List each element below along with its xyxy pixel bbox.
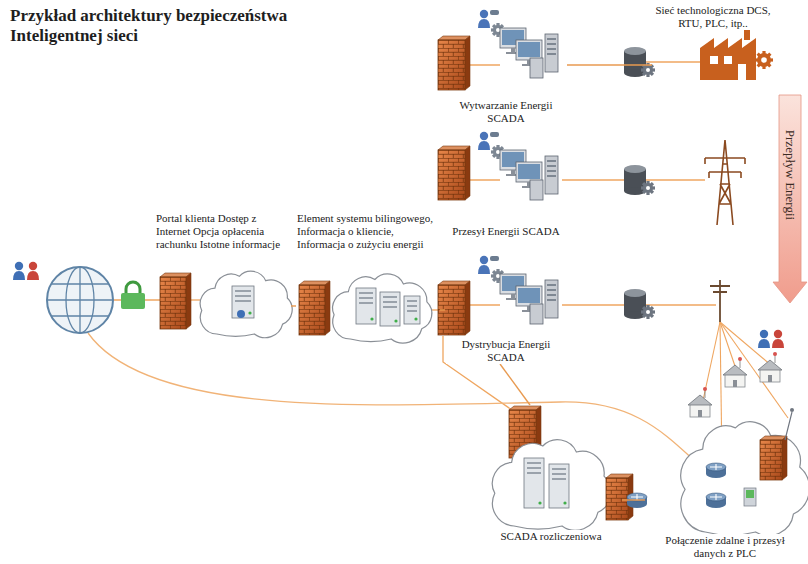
diagram-title: Przykład architektury bezpieczeństwa Int… — [10, 6, 320, 46]
node-text: Dystrybucja Energii SCADA — [446, 338, 566, 364]
users-icon — [13, 262, 39, 280]
router-icon — [706, 493, 726, 508]
wire — [466, 64, 500, 65]
feeder-line — [720, 322, 788, 418]
globe-icon — [47, 267, 113, 333]
house-icon — [688, 387, 712, 417]
house-icon — [723, 357, 747, 387]
workstation-icon — [500, 28, 558, 78]
antenna — [785, 412, 792, 440]
flow-label: Przepływ Energii — [783, 130, 798, 220]
firewall-icon — [299, 281, 330, 335]
device-screen — [746, 490, 754, 498]
settlement-node: SCADA rozliczeniowa — [480, 405, 622, 543]
firewall-icon — [438, 36, 470, 90]
firewall-icon — [160, 273, 191, 329]
node-text: Wytwarzanie Energii SCADA — [446, 99, 566, 125]
firewall-icon — [760, 436, 787, 480]
connector — [440, 309, 445, 310]
workstation-icon — [500, 150, 558, 200]
router-icon — [706, 463, 726, 478]
cloud-shape — [492, 440, 611, 531]
scada-node: Dystrybucja Energii SCADA — [445, 252, 567, 364]
node-text: Przesył Energii SCADA — [451, 225, 560, 238]
plant-node: Sieć technologiczna DCS, RTU, PLC, itp.. — [652, 4, 774, 86]
portal-node: Portal klienta Dostęp z Internet Opcja o… — [155, 212, 291, 334]
internet-link — [88, 333, 705, 470]
node-text: Połączenie zdalne i przesył danych z PLC — [662, 534, 788, 560]
cloud-shape — [681, 422, 808, 536]
firewall-icon — [438, 281, 470, 335]
flow-arrow — [773, 95, 807, 303]
wire — [466, 179, 500, 180]
node-text: Portal klienta Dostęp z Internet Opcja o… — [155, 212, 291, 251]
pole-icon — [710, 280, 730, 322]
connector — [500, 364, 530, 405]
database-icon — [624, 165, 655, 195]
remote-network-node: Połączenie zdalne i przesył danych z PLC — [645, 358, 805, 560]
cloud-shape — [200, 271, 292, 337]
antenna-tip — [790, 408, 794, 412]
node-text: SCADA rozliczeniowa — [499, 530, 602, 543]
tower-icon — [705, 140, 745, 225]
connector — [291, 305, 296, 306]
wire — [466, 304, 500, 305]
scada-node: Wytwarzanie Energii SCADA — [445, 8, 567, 125]
device-icon — [744, 488, 756, 506]
feeder-line — [702, 322, 720, 405]
node-text: Sieć technologiczna DCS, RTU, PLC, itp.. — [653, 4, 773, 30]
wire — [640, 61, 702, 62]
billing-node: Element systemu bilingowego, Informacja … — [296, 212, 440, 340]
users-icon — [758, 330, 784, 348]
factory-icon — [700, 24, 773, 80]
database-icon — [624, 289, 655, 319]
firewall-icon — [438, 146, 470, 200]
database-icon — [624, 47, 655, 77]
house-icon — [758, 352, 782, 382]
connector — [622, 499, 645, 500]
workstation-icon — [500, 274, 558, 324]
node-text: Element systemu bilingowego, Informacja … — [296, 212, 440, 251]
lock-icon — [121, 282, 145, 309]
scada-node: Przesył Energii SCADA — [445, 130, 567, 238]
connector — [567, 64, 652, 65]
cloud-shape — [333, 274, 432, 343]
